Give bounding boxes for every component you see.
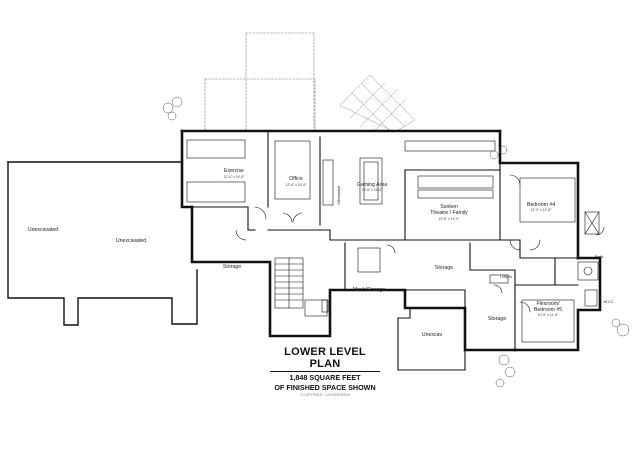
bedroom4-dim: 12'-0" x 12'-8" — [531, 208, 553, 212]
theatre-family-label: Theatre / Family — [430, 210, 468, 216]
plan-copyright: © COPYRIGHT - LOGO/DESIGNS — [300, 393, 350, 397]
storage-mid-label: Storage — [435, 265, 453, 271]
gaming-area-dim: 13'-6" x 15'-6" — [362, 188, 384, 192]
unexcavated-right-label: Unexcavated — [116, 238, 146, 244]
sunken-label: Sunken — [440, 204, 458, 210]
interior-walls — [181, 130, 579, 371]
microwave-label: Microwave — [336, 185, 341, 205]
tree-shrubs — [162, 96, 630, 388]
plan-finished-space: OF FINISHED SPACE SHOWN — [274, 383, 376, 392]
mech-storage-label: Mech/Storage — [353, 287, 385, 293]
bedroom4-label: Bedroom #4 — [527, 202, 555, 208]
plan-square-feet: 1,848 SQUARE FEET — [289, 373, 361, 382]
door-swings — [235, 174, 605, 313]
plan-title: LOWER LEVEL PLAN — [270, 346, 380, 372]
wic-label: W.I.C. — [604, 299, 615, 304]
storage-left-label: Storage — [223, 264, 241, 270]
exercise-dim: 12'-6" x 15'-8" — [224, 175, 246, 179]
bedroom5-label: Bedroom #5 — [534, 307, 562, 313]
bath-label: Bath — [595, 254, 603, 259]
office-dim: 12'-6" x 15'-6" — [286, 183, 308, 187]
patio-outline — [204, 32, 316, 132]
stairs — [274, 257, 328, 317]
office-label: Office — [289, 176, 303, 182]
bedroom5-dim: 12'-6" x 11'-6" — [538, 313, 559, 317]
plan-title-block: LOWER LEVEL PLAN 1,848 SQUARE FEET OF FI… — [270, 346, 380, 397]
deck-lattice — [339, 74, 416, 133]
storage-right-label: Storage — [488, 316, 506, 322]
gaming-area-label: Gaming Area — [357, 182, 387, 188]
linen-label: LINEN — [500, 274, 512, 279]
theatre-dim: 19'-8" x 19'-0" — [439, 217, 461, 221]
flexroom-label: Flexroom/ — [536, 301, 560, 307]
exercise-label: Exercise — [224, 168, 244, 174]
unexcavated-left-label: Unexcavated — [28, 227, 58, 233]
unexcav-label: Unexcav — [422, 332, 443, 338]
furniture — [186, 139, 600, 343]
unexcavated-perimeter — [7, 161, 198, 326]
